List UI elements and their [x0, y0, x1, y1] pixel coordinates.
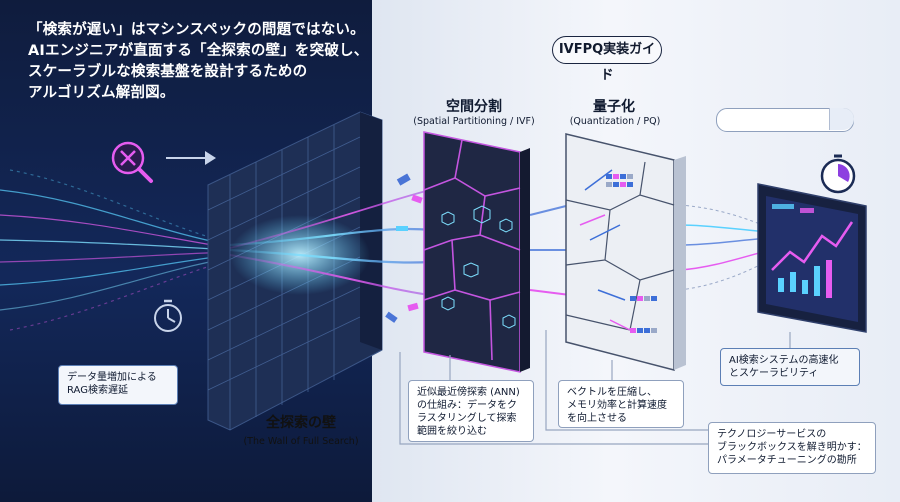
dashboard-icon — [757, 183, 867, 333]
ivf-partition-panel — [423, 131, 530, 373]
pq-subtitle: (Quantization / PQ) — [569, 116, 661, 127]
result-box-line-2: とスケーラビリティ — [729, 368, 819, 379]
pq-code-bars — [606, 174, 657, 333]
service-box-line-1: テクノロジーサービスの — [717, 429, 827, 440]
full-search-wall — [207, 111, 383, 431]
ann-box-line-4: 範囲を絞り込む — [417, 426, 487, 437]
ann-box-line-3: ラスタリングして探索 — [417, 413, 517, 424]
arrow-right-icon — [166, 151, 216, 165]
pq-title: 量子化 — [593, 99, 635, 115]
wall-subtitle: (The Wall of Full Search) — [243, 436, 359, 447]
ann-box-line-2: の仕組み：データをク — [417, 400, 517, 411]
headline: 「検索が遅い」はマシンスペックの問題ではない。 AIエンジニアが直面する「全探索… — [28, 20, 388, 104]
wall-label: 全探索の壁 (The Wall of Full Search) — [216, 412, 386, 447]
search-flow-lines — [229, 189, 771, 296]
problem-box: データ量増加による RAG検索遅延 — [58, 365, 178, 405]
pq-quantization-panel — [565, 133, 686, 371]
problem-box-line-1: データ量増加による — [67, 372, 157, 383]
service-box: テクノロジーサービスの ブラックボックスを解き明かす： パラメータチューニングの… — [708, 422, 876, 474]
timer-icon — [820, 154, 856, 194]
headline-line-2: AIエンジニアが直面する「全探索の壁」を突破し、 — [28, 43, 369, 59]
search-x-icon — [111, 141, 153, 183]
service-box-line-3: パラメータチューニングの勘所 — [717, 455, 857, 466]
service-box-line-2: ブラックボックスを解き明かす： — [717, 442, 867, 453]
pq-box: ベクトルを圧縮し、 メモリ効率と計算速度 を向上させる — [558, 380, 684, 428]
problem-box-line-2: RAG検索遅延 — [67, 385, 128, 396]
guide-title-badge: IVFPQ実装ガイド — [552, 36, 662, 83]
wall-title: 全探索の壁 — [266, 415, 336, 431]
search-bar-icon — [716, 108, 854, 132]
incoming-data-lines — [0, 169, 231, 331]
connector-lines — [399, 330, 791, 445]
search-bar-button — [829, 108, 854, 130]
headline-line-4: アルゴリズム解剖図。 — [28, 85, 175, 101]
pq-box-line-3: を向上させる — [567, 413, 627, 424]
stopwatch-icon — [154, 299, 182, 332]
pq-box-line-1: ベクトルを圧縮し、 — [567, 387, 657, 398]
ann-box: 近似最近傍探索 (ANN) の仕組み：データをク ラスタリングして探索 範囲を絞… — [408, 380, 534, 442]
headline-line-3: スケーラブルな検索基盤を設計するための — [28, 64, 308, 80]
headline-line-1: 「検索が遅い」はマシンスペックの問題ではない。 — [28, 22, 365, 38]
ivf-subtitle: (Spatial Partitioning / IVF) — [413, 116, 535, 127]
result-box-line-1: AI検索システムの高速化 — [729, 355, 839, 366]
data-fragments — [385, 173, 423, 323]
pq-box-line-2: メモリ効率と計算速度 — [567, 400, 667, 411]
ann-box-line-1: 近似最近傍探索 (ANN) — [417, 387, 520, 398]
result-box: AI検索システムの高速化 とスケーラビリティ — [720, 348, 860, 386]
ivf-title: 空間分割 — [446, 99, 502, 115]
